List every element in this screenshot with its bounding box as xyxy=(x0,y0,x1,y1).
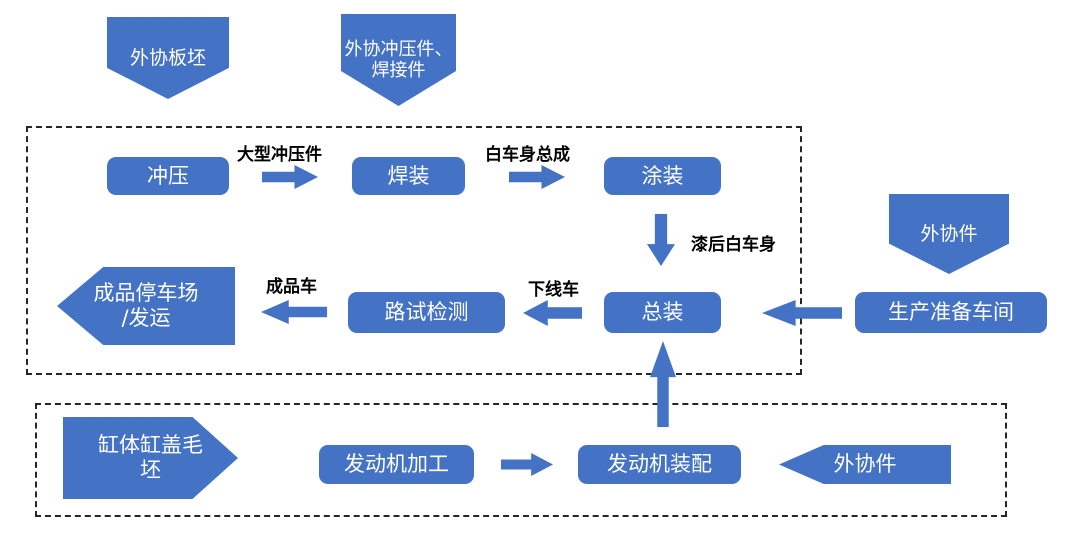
process-production-prep-shop[interactable]: 生产准备车间 xyxy=(855,292,1047,333)
process-painting[interactable]: 涂装 xyxy=(604,157,721,195)
edge-label-body-in-white: 白车身总成 xyxy=(485,145,570,165)
input-outsourced-stamping-welding[interactable]: 外协冲压件、 焊接件 xyxy=(341,14,456,106)
group-engine-plant xyxy=(35,403,1007,517)
process-engine-machining[interactable]: 发动机加工 xyxy=(319,445,474,484)
edge-label-finished-vehicle: 成品车 xyxy=(266,277,317,297)
process-welding[interactable]: 焊装 xyxy=(352,157,465,195)
process-final-assembly[interactable]: 总装 xyxy=(604,292,721,333)
process-stamping[interactable]: 冲压 xyxy=(107,157,229,195)
input-outsourced-blank[interactable]: 外协板坯 xyxy=(107,17,229,99)
input-outsourced-parts-right[interactable]: 外协件 xyxy=(889,194,1009,274)
edge-label-offline-vehicle: 下线车 xyxy=(528,280,579,300)
process-road-test[interactable]: 路试检测 xyxy=(348,292,505,333)
edge-label-large-stampings: 大型冲压件 xyxy=(237,145,322,165)
process-engine-assembly[interactable]: 发动机装配 xyxy=(578,445,741,484)
group-vehicle-plant xyxy=(26,126,802,375)
edge-label-painted-body: 漆后白车身 xyxy=(691,235,776,255)
